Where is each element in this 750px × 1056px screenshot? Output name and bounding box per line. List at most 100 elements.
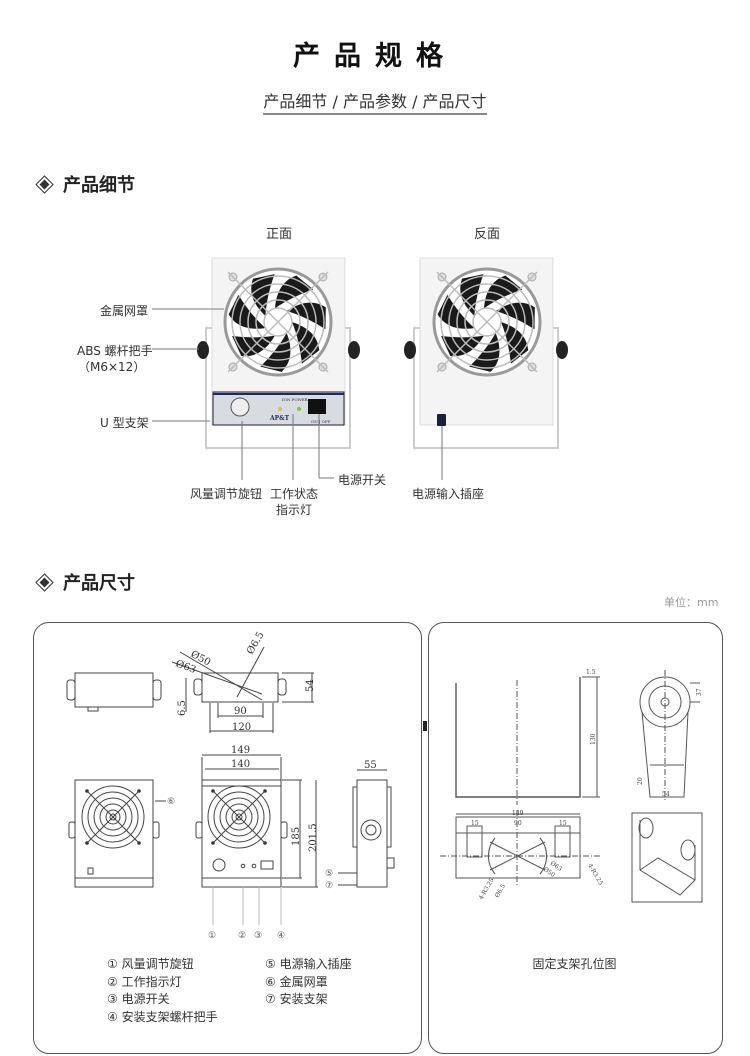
dim-w120: 120: [232, 722, 251, 733]
airflow-knob: [230, 397, 250, 417]
callout-abs-knob: ABS 螺杆把手: [77, 344, 153, 358]
power-switch: [308, 399, 326, 414]
dim-t1-5: 1.5: [586, 669, 596, 676]
dim-w90: 90: [234, 706, 247, 717]
brand-text: AP&T: [269, 415, 290, 422]
grill-ring: [456, 291, 518, 353]
dim-w15a: 15: [471, 820, 479, 827]
callout-3: ③: [254, 931, 262, 941]
dim-d6-5: Ø6.5: [245, 630, 267, 656]
bracket-front-view: [455, 677, 581, 798]
dim-h130: 130: [590, 733, 597, 745]
front-device: ION POWER AP&T ON | OFF: [197, 257, 360, 449]
grill-ring: [255, 299, 301, 345]
callout-airflow-knob: 风量调节旋钮: [190, 487, 263, 501]
grill-ring: [263, 307, 293, 337]
callout-u-bracket: U 型支架: [100, 416, 149, 430]
grill-ring: [464, 299, 510, 345]
right-knob: [556, 341, 568, 359]
device-dimension-labels: Ø50 Ø63 Ø6.5 6.5 54 90 120 149 140 185 2…: [174, 630, 377, 852]
bracket-bottom-view: [455, 816, 581, 879]
legend-col-1: ① 风量调节旋钮 ② 工作指示灯 ③ 电源开关 ④ 安装支架螺杆把手: [107, 955, 218, 1025]
legend-item: ⑥ 金属网罩: [265, 974, 328, 989]
section-title: 产品细节: [63, 175, 135, 196]
dim-w149: 149: [231, 745, 250, 756]
subtitle-links: 产品细节 / 产品参数 / 产品尺寸: [263, 92, 487, 115]
legend-item: ③ 电源开关: [107, 992, 170, 1006]
device-callout-numbers: ⑥ ⑤ ⑦ ① ② ③ ④: [167, 797, 333, 941]
grill-ring: [213, 791, 265, 843]
grill-ring: [225, 803, 253, 831]
dim-w90: 90: [514, 820, 522, 827]
grill-ring: [247, 291, 309, 353]
callout-7: ⑦: [325, 881, 333, 891]
callout-status-light-1: 工作状态: [270, 487, 319, 501]
page-title: 产品规格: [293, 41, 457, 72]
callout-power-switch: 电源开关: [338, 473, 387, 487]
dim-w15b: 15: [559, 820, 567, 827]
dim-h6-5: 6.5: [177, 700, 188, 716]
back-fan: [432, 267, 542, 377]
dimension-box-bracket: [428, 622, 723, 1054]
grill-ring: [231, 809, 247, 825]
device-drawing: [66, 646, 395, 925]
dim-w140: 140: [231, 759, 250, 770]
dim-r1: 4-R3.25: [586, 863, 604, 887]
grill-ring: [109, 813, 117, 821]
legend-item: ④ 安装支架螺杆把手: [107, 1009, 218, 1024]
switch-text: ON | OFF: [311, 419, 331, 424]
indicator-text: ION POWER: [282, 397, 309, 402]
grill-ring: [472, 307, 502, 337]
product-photos: ION POWER AP&T ON | OFF: [152, 257, 568, 480]
grill-ring: [231, 275, 325, 369]
dim-r2: 4-R3.25: [478, 877, 496, 901]
indicator-light: [278, 407, 282, 411]
dim-d55: 55: [364, 760, 377, 771]
dim-h37: 37: [696, 688, 703, 696]
dim-h201-5: 201.5: [308, 823, 319, 852]
bracket-isometric-box: [631, 812, 703, 903]
power-light: [297, 407, 301, 411]
top-view-left: [74, 672, 154, 708]
callout-1: ①: [208, 931, 216, 941]
legend-item: ⑦ 安装支架: [265, 992, 328, 1006]
grill-ring: [105, 809, 121, 825]
dim-d6-5: Ø6.5: [494, 883, 507, 899]
power-socket: [437, 414, 446, 426]
grill-ring: [99, 803, 127, 831]
legend-col-2: ⑤ 电源输入插座 ⑥ 金属网罩 ⑦ 安装支架: [265, 955, 352, 1008]
section-title: 产品尺寸: [63, 573, 135, 594]
divider-mark: [423, 721, 427, 731]
back-label: 反面: [474, 227, 501, 242]
dim-h20: 20: [637, 777, 644, 785]
dim-w149: 149: [512, 810, 524, 817]
section-header-dimensions: 产品尺寸: [35, 569, 135, 595]
grill-ring: [81, 785, 145, 849]
grill-ring: [440, 275, 534, 369]
front-view-drawing: [201, 779, 282, 888]
grill-ring: [448, 283, 526, 361]
bracket-caption: 固定支架孔位图: [532, 957, 617, 971]
legend-item: ② 工作指示灯: [107, 974, 182, 989]
grill-drawing-back: [81, 785, 145, 849]
callout-metal-grill: 金属网罩: [100, 304, 149, 318]
front-label: 正面: [266, 227, 293, 242]
front-fan: [223, 267, 333, 377]
page-subtitle: 产品细节 / 产品参数 / 产品尺寸: [0, 88, 750, 115]
grill-drawing-front: [207, 785, 271, 849]
left-knob: [404, 341, 416, 359]
grill-ring: [87, 791, 139, 843]
callout-lines: [152, 308, 443, 480]
dimension-box-device: [33, 622, 422, 1054]
grill-ring: [235, 813, 243, 821]
unit-label: 单位：mm: [664, 596, 719, 609]
grill-ring: [239, 283, 317, 361]
right-knob: [348, 341, 360, 359]
dim-h185: 185: [291, 827, 302, 846]
callout-status-light-2: 指示灯: [276, 503, 313, 517]
dim-h54: 54: [305, 679, 316, 692]
dim-w54: 54: [662, 791, 670, 798]
bracket-drawing: [440, 670, 703, 903]
callout-power-socket: 电源输入插座: [412, 487, 485, 501]
